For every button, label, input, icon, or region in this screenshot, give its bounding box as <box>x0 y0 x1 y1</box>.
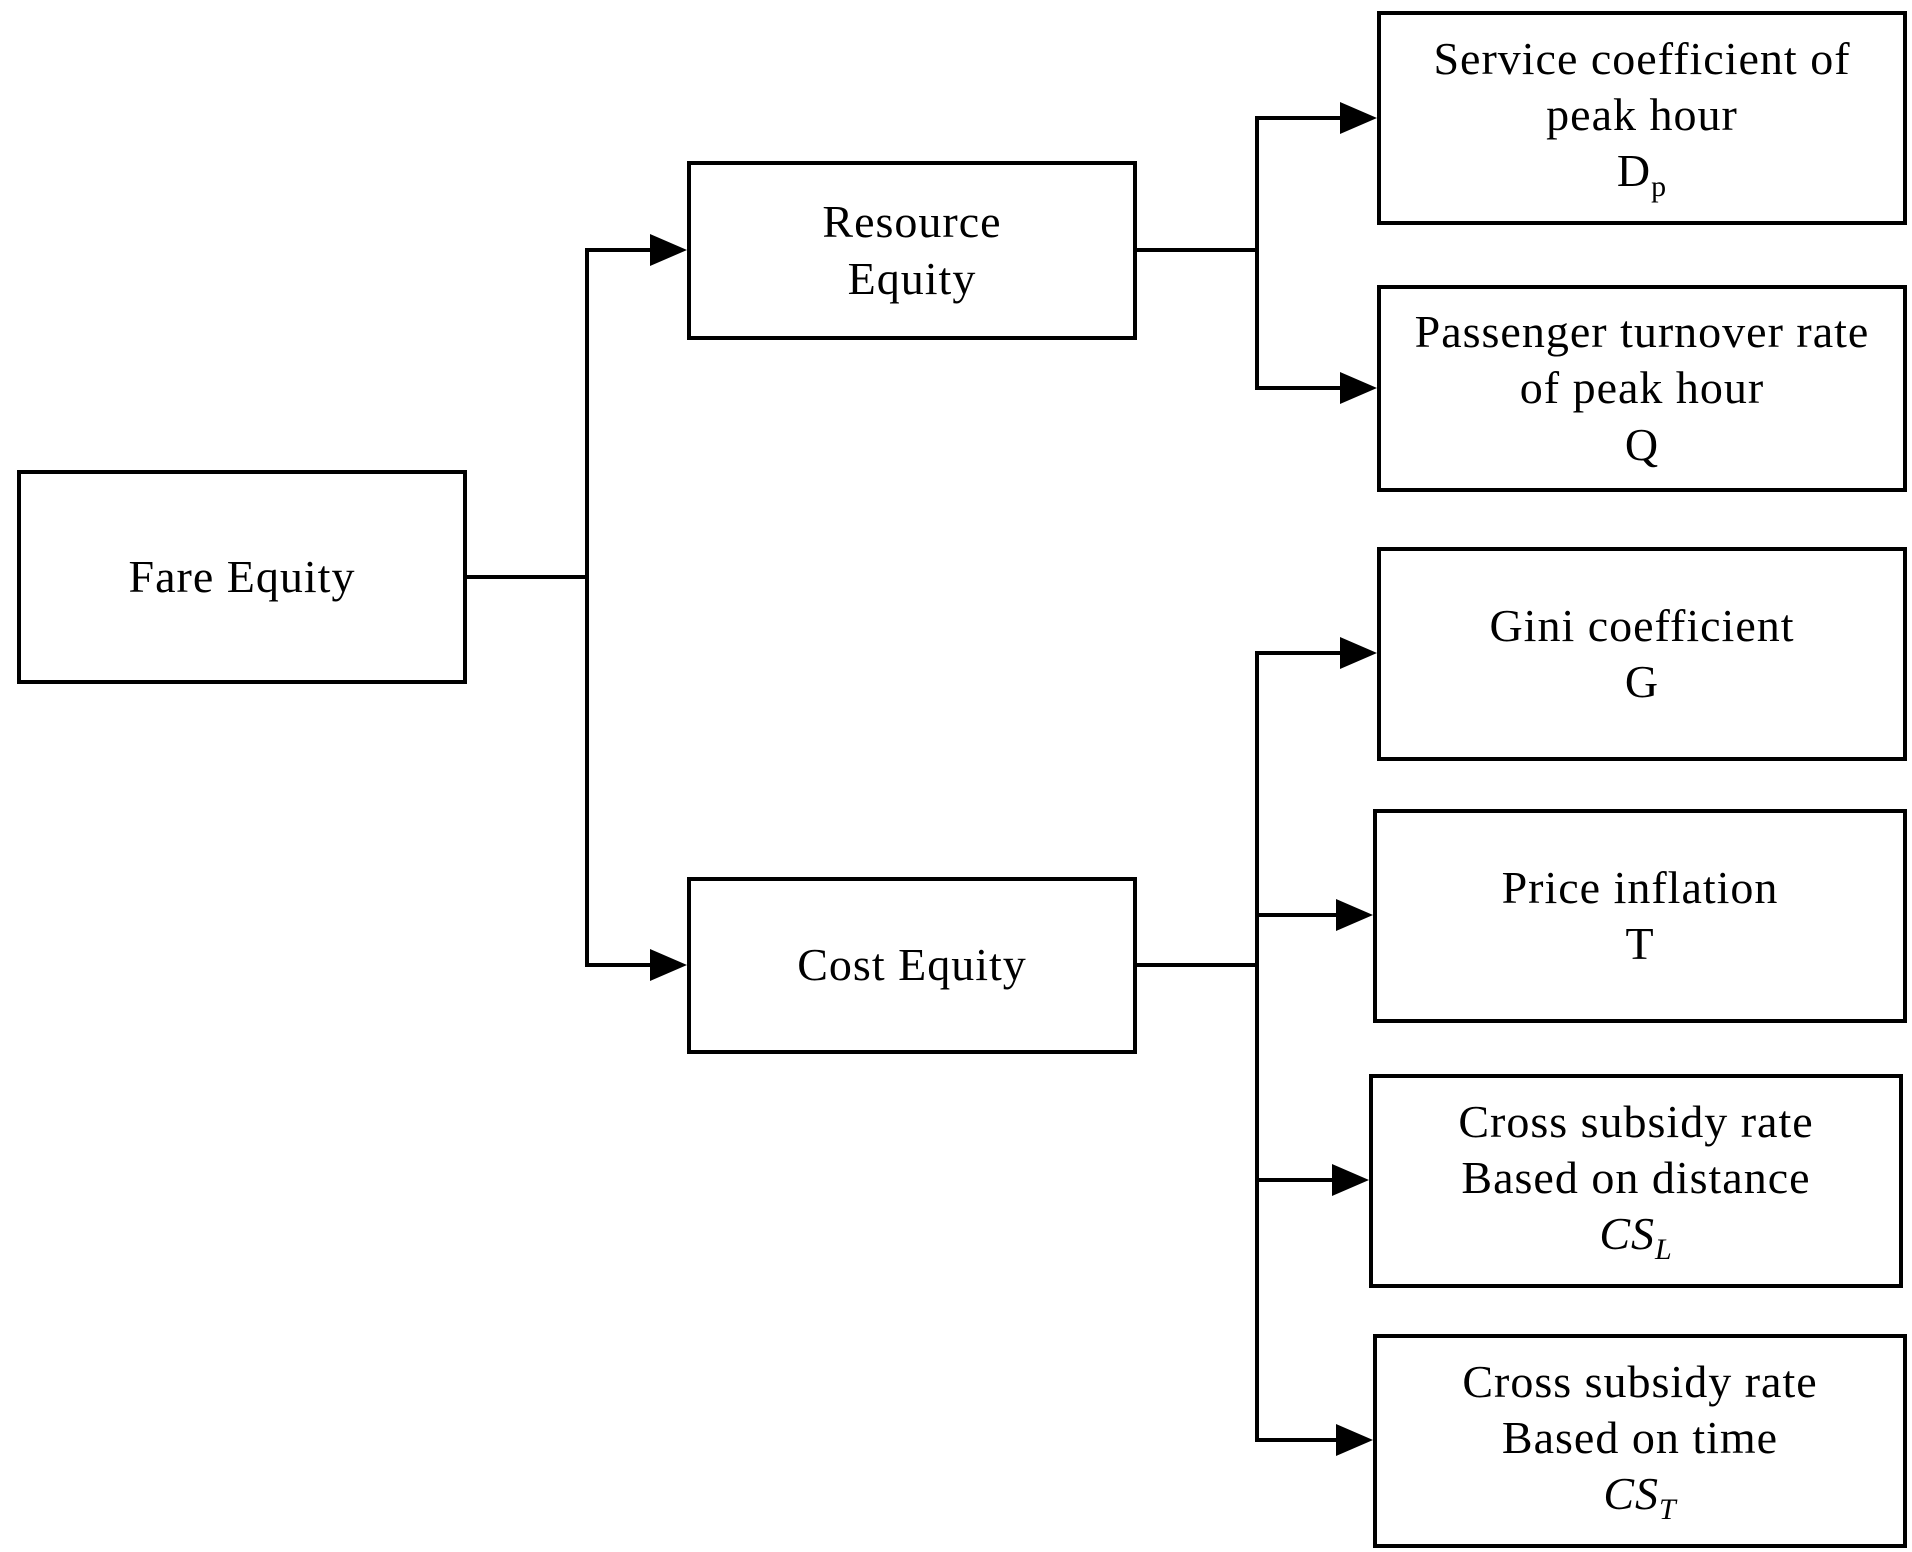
symbol-base: D <box>1616 144 1652 196</box>
node-label-line-2: peak hour <box>1546 88 1738 140</box>
node-label: Fare Equity <box>128 550 356 602</box>
node-cross-subsidy-distance: Cross subsidy rate Based on distance CSL <box>1369 1074 1903 1288</box>
node-symbol: Dp <box>1617 143 1667 206</box>
node-label-line-1: Service coefficient of <box>1433 32 1851 84</box>
node-label-line-2: of peak hour <box>1519 362 1765 414</box>
node-fare-equity: Fare Equity <box>17 470 467 684</box>
edge-resource-trunk <box>1135 116 1259 390</box>
arrowhead-cost <box>650 949 687 981</box>
symbol-base: CS <box>1603 1467 1659 1519</box>
symbol-base: CS <box>1599 1207 1655 1259</box>
node-label-line-1: Gini coefficient <box>1489 599 1795 651</box>
arrowhead-gini <box>1340 637 1377 669</box>
node-symbol: CSL <box>1599 1206 1672 1269</box>
arrowhead-service <box>1340 102 1377 134</box>
node-cross-subsidy-time: Cross subsidy rate Based on time CST <box>1373 1334 1907 1548</box>
node-symbol: G <box>1624 656 1660 707</box>
node-price-inflation: Price inflation T <box>1373 809 1907 1023</box>
node-gini-coefficient: Gini coefficient G <box>1377 547 1907 761</box>
node-symbol: Q <box>1624 418 1660 470</box>
node-service-coefficient: Service coefficient of peak hour Dp <box>1377 11 1907 225</box>
symbol-subscript: L <box>1655 1232 1673 1266</box>
node-passenger-turnover: Passenger turnover rate of peak hour Q <box>1377 285 1907 492</box>
node-label-line-1: Price inflation <box>1501 861 1779 913</box>
symbol-subscript: T <box>1659 1492 1677 1526</box>
node-label-line-1: Passenger turnover rate <box>1414 306 1870 358</box>
arrowhead-inflation <box>1336 899 1373 931</box>
node-cost-equity: Cost Equity <box>687 877 1137 1054</box>
node-symbol: CST <box>1603 1466 1676 1529</box>
arrowhead-cs-time <box>1336 1424 1373 1456</box>
node-label: Cost Equity <box>797 939 1027 991</box>
arrowhead-turnover <box>1340 372 1377 404</box>
symbol-subscript: p <box>1651 169 1668 203</box>
node-label-line-2: Based on distance <box>1461 1151 1811 1203</box>
arrowhead-resource <box>650 234 687 266</box>
arrowhead-cs-distance <box>1332 1164 1369 1196</box>
node-label-line-1: Cross subsidy rate <box>1458 1095 1814 1147</box>
node-label-line-1: Resource <box>822 196 1002 248</box>
node-label-line-2: Equity <box>847 252 977 304</box>
node-resource-equity: Resource Equity <box>687 161 1137 340</box>
edge-cost-trunk <box>1135 651 1259 1442</box>
edge-root-trunk <box>465 248 589 967</box>
node-symbol: T <box>1625 918 1655 969</box>
node-label-line-1: Cross subsidy rate <box>1462 1355 1818 1407</box>
node-label-line-2: Based on time <box>1501 1411 1779 1463</box>
